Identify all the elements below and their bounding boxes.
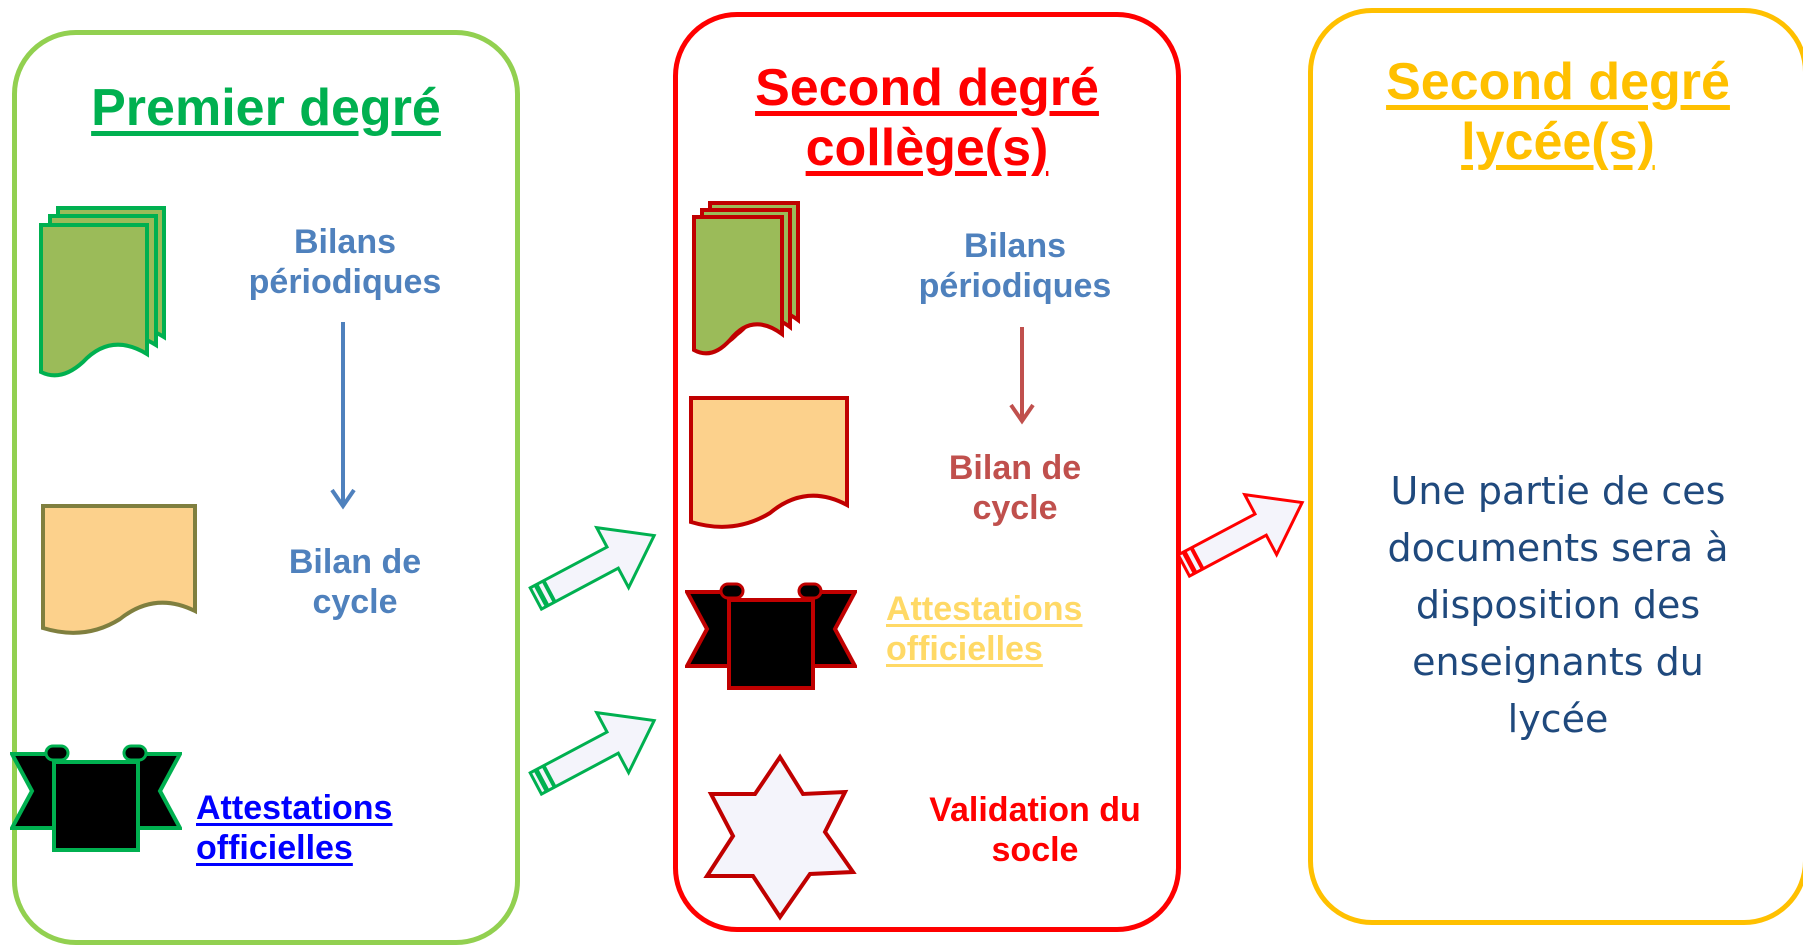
block-arrow-icon <box>1176 492 1305 579</box>
document-icon <box>689 396 849 529</box>
document-stack-icon <box>692 201 800 356</box>
arrow-down-icon <box>330 322 356 510</box>
panel-second-degre-lycee <box>1308 8 1803 925</box>
block-arrow-icon <box>528 525 657 612</box>
ribbon-banner-icon <box>685 582 857 690</box>
label-attestations-1[interactable]: Attestations officielles <box>196 789 393 868</box>
star-seal-icon <box>703 753 857 921</box>
label-bilan-cycle-2: Bilan de cycle <box>948 449 1082 528</box>
label-attestations-2[interactable]: Attestations officielles <box>886 590 1083 669</box>
label-bilans-periodiques-1: Bilans périodiques <box>248 223 442 302</box>
label-bilan-cycle-1: Bilan de cycle <box>288 543 422 622</box>
lycee-note: Une partie de ces documents sera à dispo… <box>1387 469 1729 741</box>
document-icon <box>41 504 197 635</box>
panel-title-lycee: Second degré lycée(s) <box>1386 53 1730 172</box>
panel-title-college: Second degré collège(s) <box>755 59 1099 178</box>
ribbon-banner-icon <box>10 744 182 852</box>
arrow-down-icon <box>1009 327 1035 425</box>
document-stack-icon <box>39 206 166 378</box>
label-bilans-periodiques-2: Bilans périodiques <box>918 227 1112 306</box>
block-arrow-icon <box>528 710 657 797</box>
label-validation-socle: Validation du socle <box>929 791 1141 870</box>
panel-title-premier-degre: Premier degré <box>91 79 441 137</box>
